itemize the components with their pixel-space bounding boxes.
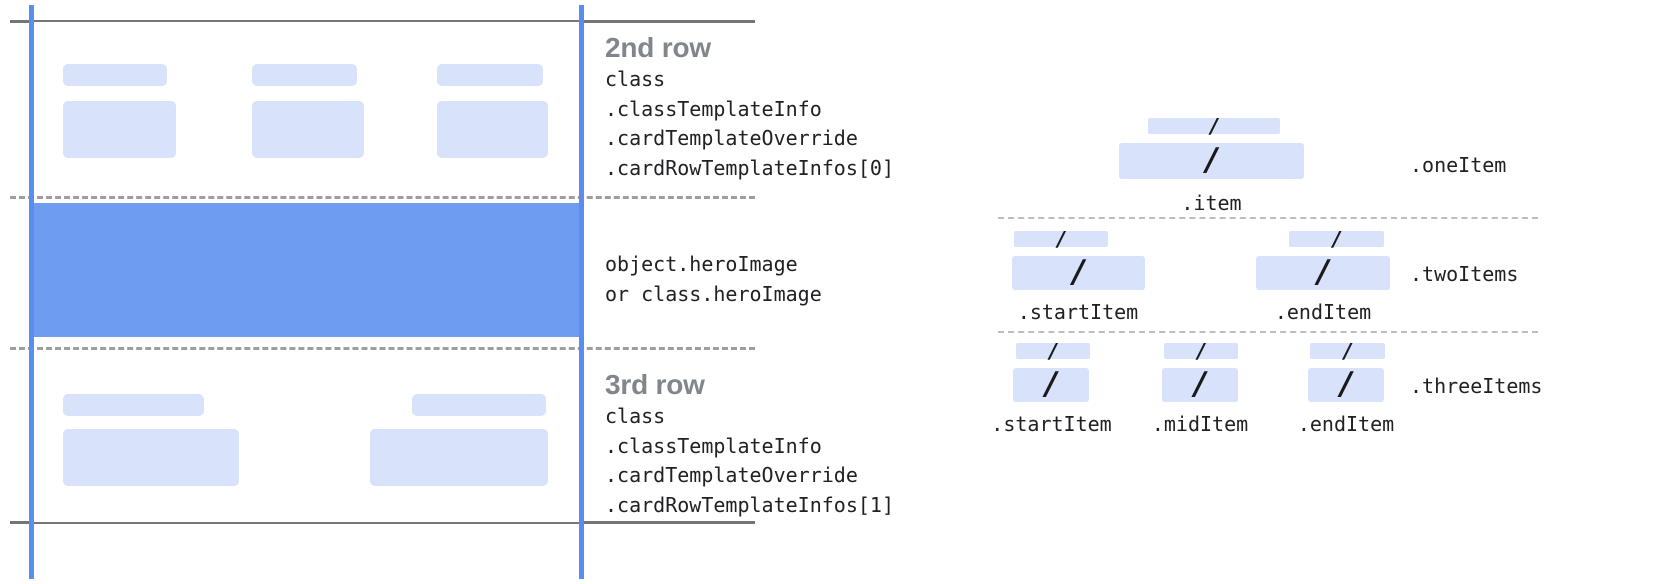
- second-row-heading: 2nd row: [605, 32, 711, 63]
- item-layout-diagram: / / .item .oneItem / / .startItem / / .e…: [990, 0, 1676, 584]
- item-separator-2: [998, 331, 1538, 333]
- three-items-end-label-slash: /: [1343, 339, 1352, 363]
- row2-col3-value-placeholder: [437, 101, 548, 158]
- three-items-mid-value-bar: [1162, 368, 1238, 402]
- two-items-end-caption: .endItem: [1274, 300, 1372, 324]
- row2-col2-value-placeholder: [252, 101, 364, 158]
- second-row-code-line-3: .cardTemplateOverride: [605, 126, 858, 150]
- two-items-end-label-slash: /: [1332, 227, 1341, 251]
- row-separator-top: [10, 196, 755, 199]
- two-items-start-label-slash: /: [1057, 227, 1065, 251]
- three-items-mid-caption: .midItem: [1151, 412, 1249, 436]
- one-item-value-slash: /: [1205, 142, 1218, 178]
- one-item-row-label: .oneItem: [1410, 153, 1507, 177]
- second-row-code-line-2: .classTemplateInfo: [605, 96, 822, 121]
- three-items-start-caption: .startItem: [991, 412, 1112, 436]
- two-items-end-value-bar: [1256, 256, 1390, 290]
- three-items-mid-label-bar: [1164, 343, 1238, 359]
- third-row-code-line-1: class: [605, 404, 666, 428]
- three-items-row-label: .threeItems: [1410, 374, 1543, 398]
- row3-left-body-placeholder: [63, 429, 239, 486]
- card-bottom-rule: [10, 521, 755, 524]
- third-row-code-line-3: .cardTemplateOverride: [605, 463, 858, 487]
- row2-col3-label-placeholder: [437, 64, 543, 86]
- third-row-heading: 3rd row: [605, 369, 705, 400]
- three-items-end-label-bar: [1310, 343, 1385, 359]
- three-items-start-label-slash: /: [1049, 339, 1057, 363]
- two-items-start-value-slash: /: [1072, 254, 1085, 290]
- row3-right-body-placeholder: [370, 429, 548, 486]
- second-row-code-line-4: .cardRowTemplateInfos[0]: [605, 155, 894, 180]
- card-right-guide: [579, 5, 584, 579]
- hero-image-band: [33, 203, 583, 337]
- second-row-code-line-1: class: [605, 67, 666, 91]
- two-items-start-value-bar: [1012, 256, 1145, 290]
- row-separator-bottom: [10, 347, 755, 350]
- three-items-start-label-bar: [1016, 343, 1090, 359]
- annotation-third-row: 3rd row class .classTemplateInfo .cardTe…: [605, 368, 894, 520]
- one-item-label-slash: /: [1210, 114, 1218, 138]
- annotation-second-row: 2nd row class .classTemplateInfo .cardTe…: [605, 31, 894, 183]
- one-item-label-bar: [1148, 118, 1280, 134]
- row3-left-label-placeholder: [63, 394, 204, 416]
- two-items-start-label-bar: [1014, 231, 1108, 247]
- card-top-rule: [10, 20, 755, 23]
- row2-col1-label-placeholder: [63, 64, 167, 86]
- hero-code-line-2: or class.heroImage: [605, 281, 822, 306]
- annotation-hero-image: object.heroImage or class.heroImage: [605, 250, 822, 309]
- one-item-value-bar: [1119, 143, 1304, 179]
- third-row-code-line-4: .cardRowTemplateInfos[1]: [605, 492, 894, 517]
- three-items-mid-value-slash: /: [1194, 366, 1206, 402]
- three-items-end-value-bar: [1308, 368, 1384, 402]
- two-items-start-caption: .startItem: [1017, 300, 1139, 324]
- three-items-end-value-slash: /: [1340, 366, 1352, 402]
- one-item-caption: .item: [1181, 191, 1242, 215]
- three-items-mid-label-slash: /: [1197, 339, 1205, 363]
- three-items-end-caption: .endItem: [1297, 412, 1395, 436]
- two-items-row-label: .twoItems: [1410, 262, 1519, 286]
- two-items-end-value-slash: /: [1317, 254, 1329, 290]
- two-items-end-label-bar: [1289, 231, 1384, 247]
- row2-col1-value-placeholder: [63, 101, 176, 158]
- row2-col2-label-placeholder: [252, 64, 357, 86]
- hero-code-line-1: object.heroImage: [605, 252, 798, 276]
- three-items-start-value-slash: /: [1045, 366, 1057, 402]
- third-row-code-line-2: .classTemplateInfo: [605, 433, 822, 458]
- row3-col2-label-placeholder: [412, 394, 546, 416]
- card-left-guide: [29, 5, 34, 579]
- three-items-start-value-bar: [1013, 368, 1089, 402]
- item-separator-1: [998, 217, 1538, 219]
